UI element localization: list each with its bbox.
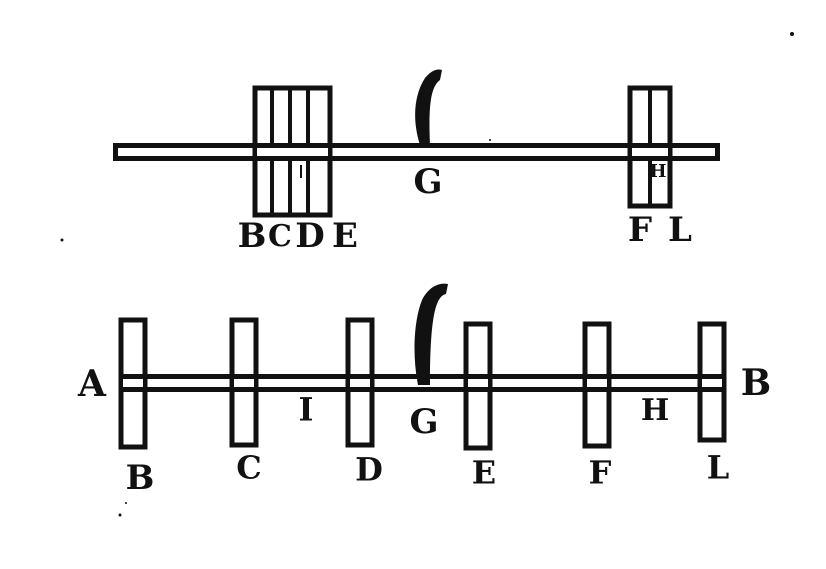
- top-axle-inner: [118, 148, 715, 156]
- top-wheel-group-fl: [627, 85, 673, 209]
- top-label-C: C: [268, 219, 292, 254]
- bottom-label-I: I: [299, 391, 314, 429]
- bottom-label-D: D: [355, 451, 383, 489]
- top-crank-handle: [415, 69, 442, 145]
- bottom-label-L: L: [707, 449, 730, 487]
- bottom-figure: A B B C D E F L I G H: [77, 283, 771, 498]
- bottom-label-B: B: [126, 458, 155, 498]
- scan-specks: [60, 32, 794, 517]
- top-label-L: L: [668, 210, 692, 250]
- bottom-wheel-b: [118, 317, 148, 450]
- top-wheel-group-bcde: [252, 85, 333, 218]
- bottom-wheel-c: [229, 317, 259, 448]
- bottom-label-G: G: [409, 402, 438, 442]
- bottom-crank-handle: [414, 283, 448, 385]
- bottom-label-B-end: B: [741, 362, 771, 404]
- bottom-label-H: H: [641, 393, 669, 428]
- top-label-E: E: [332, 216, 358, 256]
- bottom-wheel-e: [463, 321, 493, 451]
- bottom-wheel-d: [345, 317, 375, 448]
- top-label-D: D: [295, 216, 324, 256]
- top-label-F: F: [628, 210, 652, 250]
- top-figure: B C D E G F L H: [113, 69, 720, 256]
- bottom-label-E: E: [472, 454, 496, 492]
- bottom-wheel-f: [582, 321, 612, 449]
- bottom-label-C: C: [236, 449, 261, 487]
- bottom-label-A: A: [77, 363, 107, 405]
- top-label-H: H: [649, 161, 666, 182]
- top-label-G: G: [413, 162, 442, 202]
- bottom-wheel-l: [697, 321, 727, 443]
- top-label-B: B: [238, 216, 267, 256]
- bottom-label-F: F: [589, 454, 612, 492]
